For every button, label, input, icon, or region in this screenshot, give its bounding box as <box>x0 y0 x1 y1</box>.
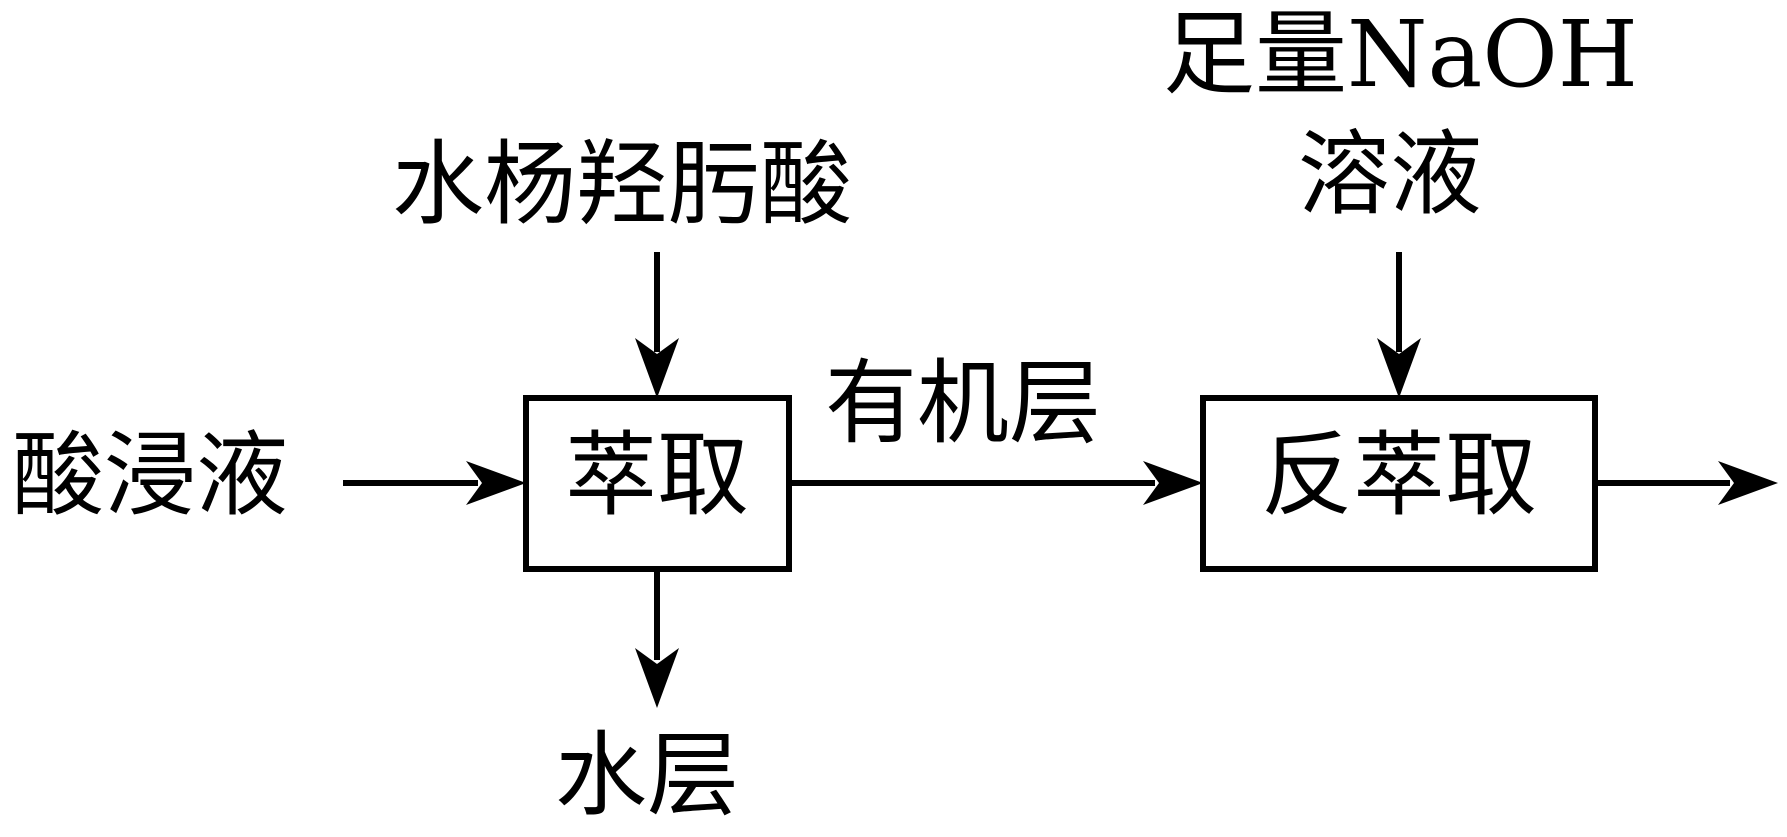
reagent-arrow-head <box>635 338 679 398</box>
naoh-arrow-head <box>1377 338 1421 398</box>
organic-arrow-head <box>1143 461 1203 505</box>
naoh-solution-label: 溶液 <box>1298 121 1482 228</box>
organic-layer-label: 有机层 <box>825 350 1101 457</box>
aqueous-arrow-head <box>635 648 679 708</box>
aqueous-layer-label: 水层 <box>555 722 739 829</box>
reagent-label: 水杨羟肟酸 <box>392 131 852 238</box>
back-extraction-box-label: 反萃取 <box>1261 422 1537 529</box>
naoh-label: 足量NaOH <box>1163 1 1638 108</box>
output-arrow-head <box>1718 461 1778 505</box>
input-label: 酸浸液 <box>12 422 288 529</box>
extraction-box-label: 萃取 <box>565 422 749 529</box>
back-extraction-box <box>1200 395 1598 572</box>
extraction-box <box>523 395 792 572</box>
input-arrow-head <box>466 461 526 505</box>
